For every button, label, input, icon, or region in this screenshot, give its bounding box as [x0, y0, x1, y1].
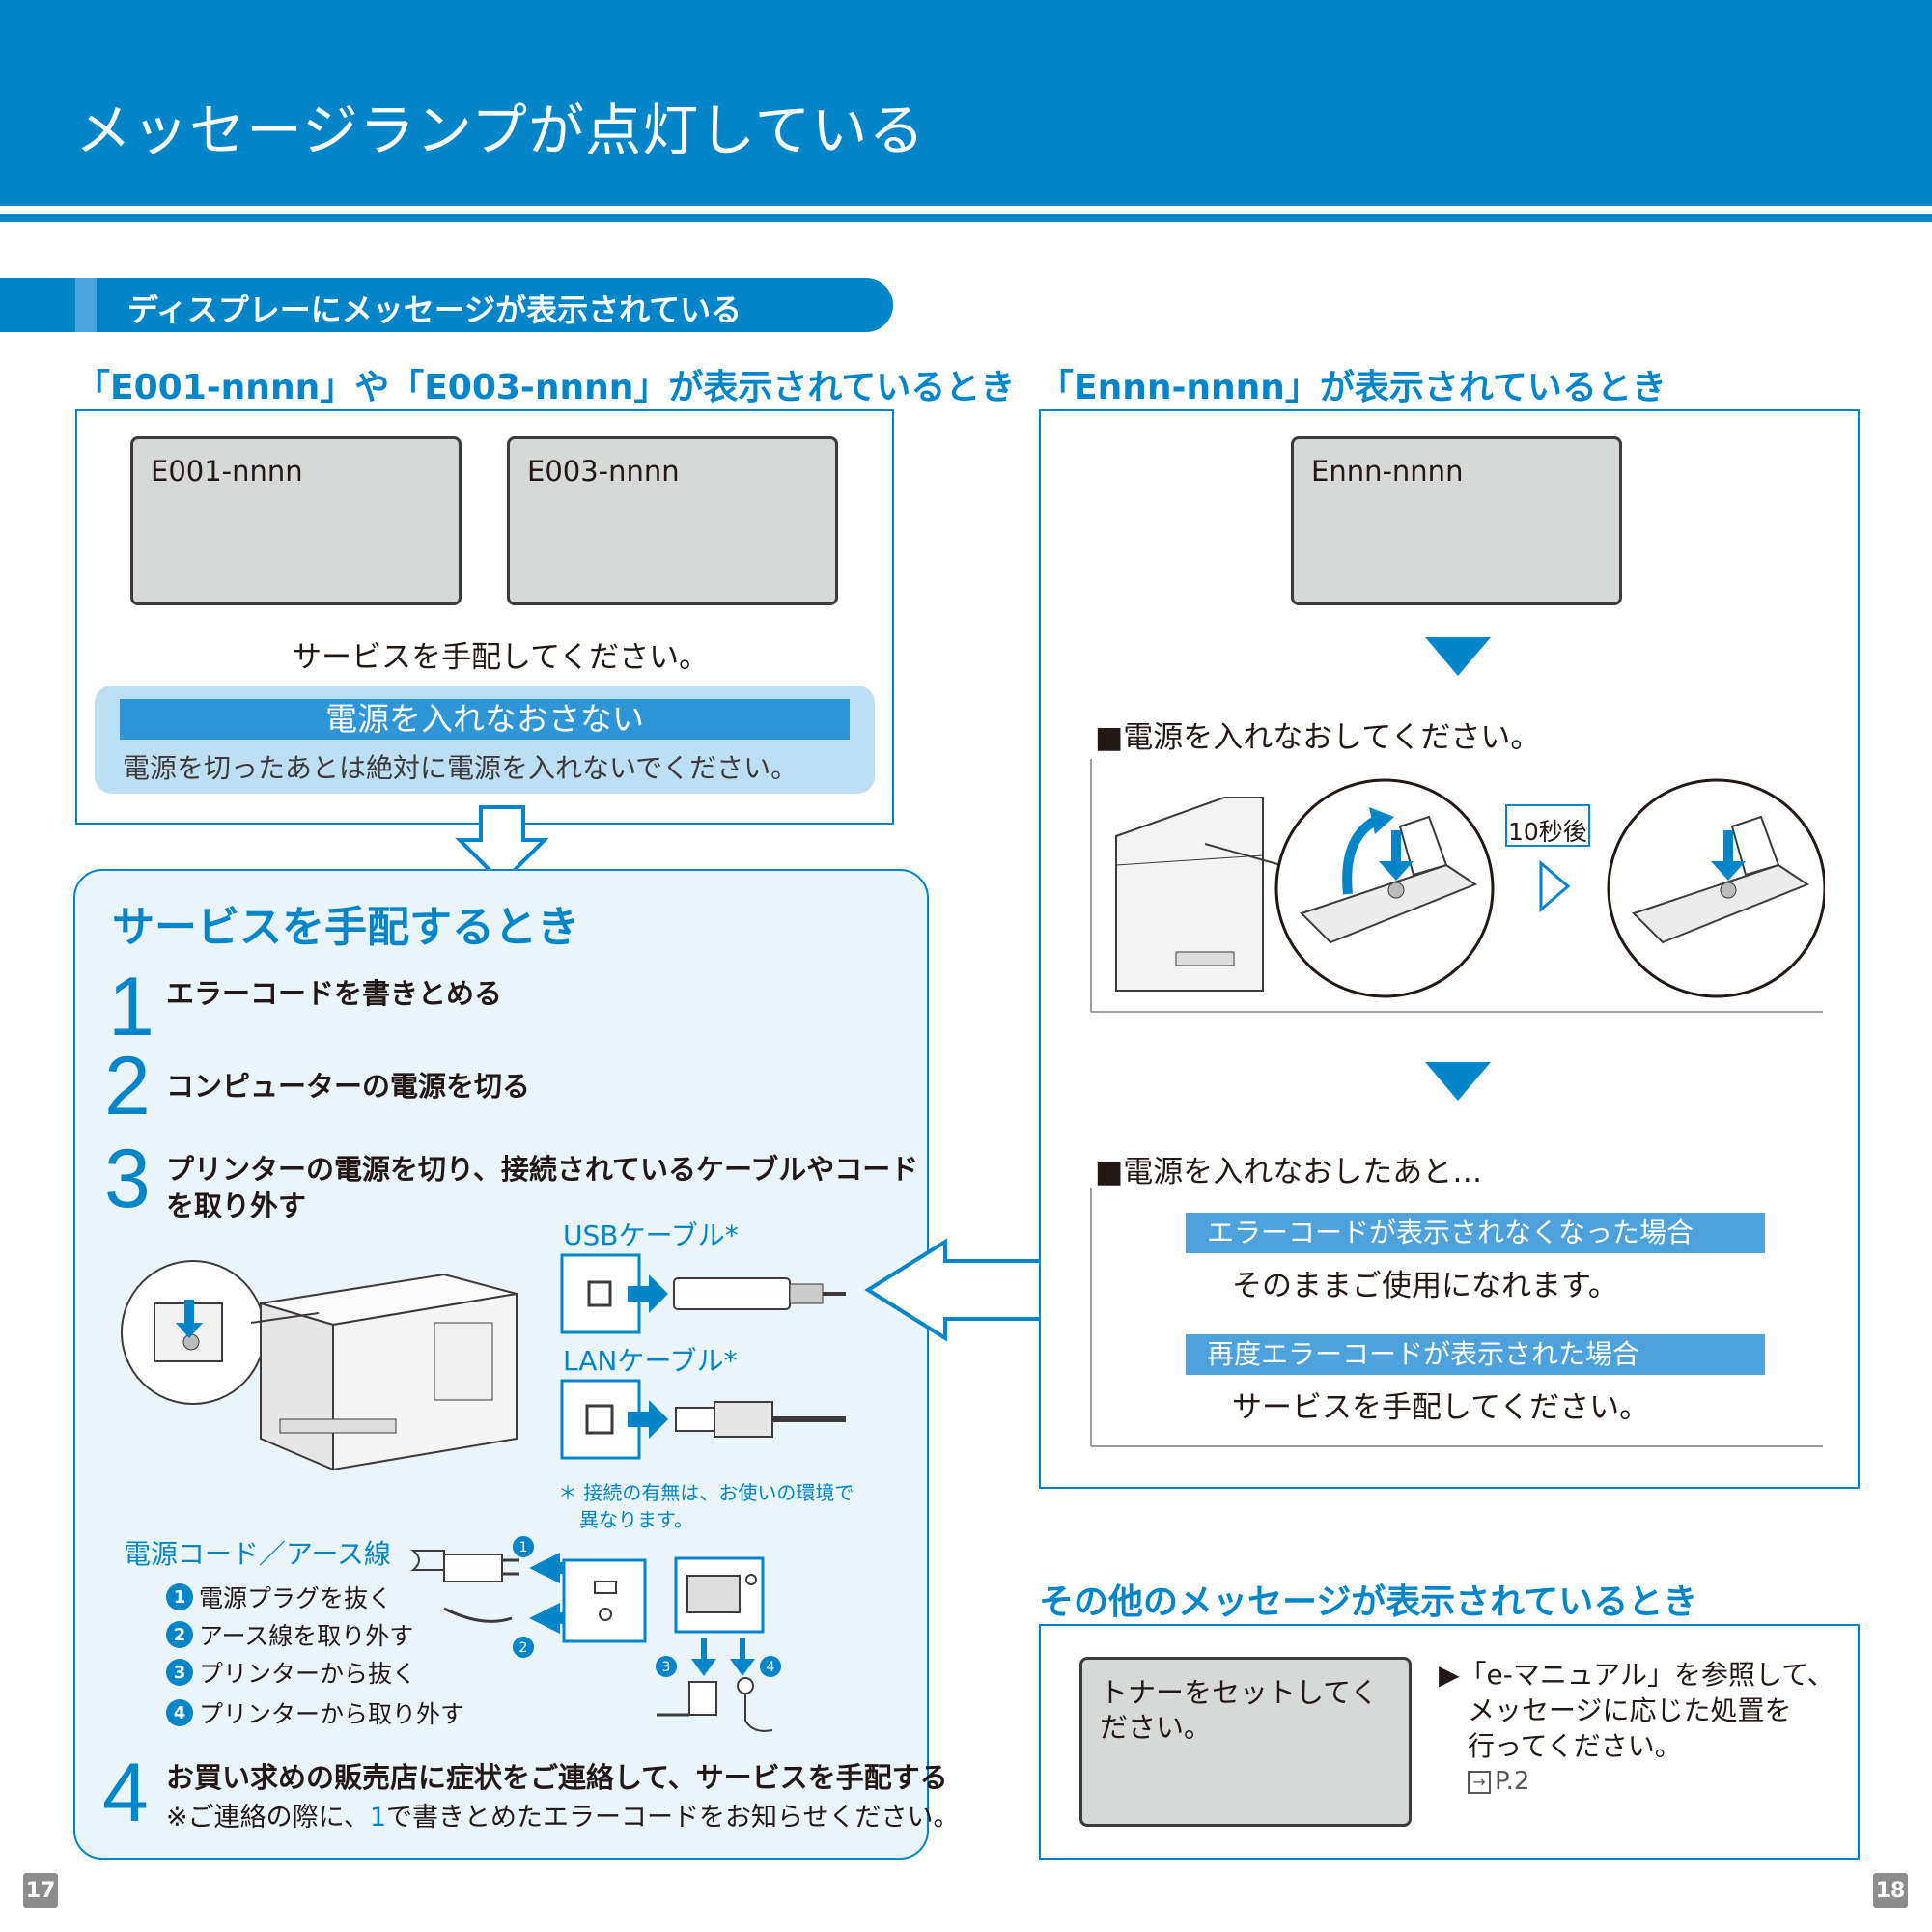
step-text-1: エラーコードを書きとめる: [166, 977, 503, 1010]
restart-illustration: [1090, 759, 1825, 1013]
printer-illustration: [121, 1260, 518, 1471]
power-cord-illustration: 1 2 3 4: [410, 1536, 781, 1732]
arrow-right-icon: →: [1468, 1770, 1491, 1794]
step-4-note-post: で書きとめたエラーコードをお知らせください。: [386, 1803, 960, 1833]
other-text-block: ▶「e-マニュアル」を参照して、 メッセージに応じた処置を 行ってください。 →…: [1439, 1657, 1834, 1800]
lcd-display-toner: トナーをセットしてください。: [1079, 1657, 1412, 1827]
number-2-icon: 2: [166, 1621, 193, 1648]
step-number-2: 2: [104, 1040, 151, 1133]
other-text-2: メッセージに応じた処置を: [1468, 1694, 1792, 1726]
svg-text:4: 4: [767, 1660, 775, 1675]
lan-cable-icon: [560, 1379, 846, 1460]
number-4-icon: 4: [166, 1699, 193, 1726]
other-text-3: 行ってください。: [1468, 1730, 1682, 1762]
page-reference[interactable]: → P.2: [1439, 1764, 1834, 1800]
case2-text: サービスを手配してください。: [1232, 1390, 1650, 1425]
restart-heading: ■電源を入れなおしてください。: [1095, 720, 1541, 755]
lcd-display-e001: E001-nnnn: [130, 436, 462, 605]
left-heading: 「E001-nnnn」や「E003-nnnn」が表示されているとき: [75, 368, 1016, 407]
step-number-4: 4: [102, 1747, 149, 1839]
usb-cable-icon: [560, 1253, 846, 1334]
page-reference-text: P.2: [1495, 1767, 1530, 1796]
power-item-2-text: アース線を取り外す: [199, 1622, 414, 1650]
footnote-line-2: 異なります。: [579, 1508, 693, 1531]
triangle-down-icon-2: [1425, 1062, 1491, 1101]
triangle-down-icon: [1425, 637, 1491, 676]
step-text-4: お買い求めの販売店に症状をご連絡して、サービスを手配する: [166, 1761, 948, 1794]
other-text-1: ▶「e-マニュアル」を参照して、: [1439, 1659, 1834, 1691]
right-heading: 「Ennn-nnnn」が表示されているとき: [1039, 368, 1666, 407]
wait-label: 10秒後: [1508, 818, 1587, 846]
step-number-3: 3: [104, 1133, 151, 1225]
section-bar: [0, 278, 893, 332]
after-heading: ■電源を入れなおしたあと…: [1095, 1155, 1483, 1190]
page-number-left: 17: [23, 1873, 58, 1908]
step-text-2: コンピューターの電源を切る: [166, 1070, 531, 1103]
number-3-icon: 3: [166, 1659, 193, 1686]
svg-text:3: 3: [662, 1660, 671, 1675]
other-heading: その他のメッセージが表示されているとき: [1039, 1582, 1698, 1622]
arrow-down-icon: [455, 805, 549, 885]
step-text-3b: を取り外す: [166, 1190, 307, 1222]
warning-text: 電源を切ったあとは絶対に電源を入れないでください。: [123, 752, 798, 784]
power-item-4-text: プリンターから取り外す: [199, 1700, 465, 1728]
left-instruction: サービスを手配してください。: [292, 640, 710, 675]
svg-text:1: 1: [519, 1540, 528, 1555]
case1-text: そのままご使用になれます。: [1232, 1269, 1618, 1303]
power-item-3-text: プリンターから抜く: [199, 1660, 417, 1688]
section-title: ディスプレーにメッセージが表示されている: [127, 292, 742, 328]
power-heading: 電源コード／アース線: [124, 1538, 391, 1570]
header-rule: [0, 214, 1932, 222]
step-4-note-pre: ※ご連絡の際に、: [166, 1803, 370, 1833]
lcd-display-ennn: Ennn-nnnn: [1291, 436, 1622, 605]
case2-label: 再度エラーコードが表示された場合: [1186, 1334, 1765, 1375]
svg-text:2: 2: [519, 1640, 528, 1656]
footnote-line-1: ＊ 接続の有無は、お使いの環境で: [558, 1481, 854, 1504]
number-1-icon: 1: [166, 1583, 193, 1610]
after-frame: [1090, 1188, 1823, 1447]
lcd-display-e003: E003-nnnn: [507, 436, 838, 605]
power-item-1-text: 電源プラグを抜く: [199, 1584, 393, 1612]
usb-label: USBケーブル*: [563, 1219, 739, 1251]
step-4-note: ※ご連絡の際に、1で書きとめたエラーコードをお知らせください。: [166, 1796, 959, 1834]
page-number-right: 18: [1873, 1873, 1908, 1908]
step-number-1: 1: [108, 961, 154, 1053]
service-title: サービスを手配するとき: [112, 903, 579, 952]
warning-title: 電源を入れなおさない: [120, 699, 850, 740]
header-band: [0, 0, 1932, 206]
case1-label: エラーコードが表示されなくなった場合: [1186, 1213, 1765, 1253]
page-title: メッセージランプが点灯している: [75, 98, 926, 163]
lan-label: LANケーブル*: [563, 1345, 738, 1377]
step-text-3: プリンターの電源を切り、接続されているケーブルやコード: [166, 1153, 919, 1186]
step-4-note-num: 1: [369, 1803, 387, 1833]
section-bar-accent: [75, 278, 97, 332]
